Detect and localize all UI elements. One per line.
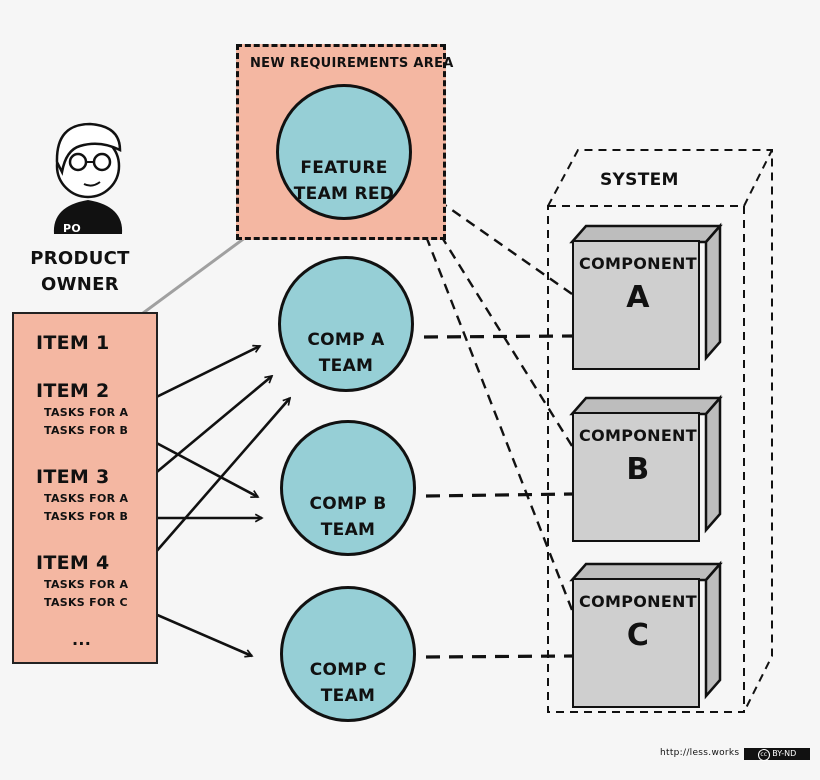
comp-a-team-label-line2: TEAM bbox=[318, 356, 374, 376]
component-c-letter: C bbox=[626, 618, 650, 653]
backlog-item-3-task-2: TASKS FOR B bbox=[44, 510, 129, 523]
backlog-item-1: ITEM 1 bbox=[36, 332, 110, 354]
requirements-area-title: NEW REQUIREMENTS AREA bbox=[250, 56, 454, 71]
product-backlog bbox=[12, 312, 158, 664]
backlog-item-2-task-1: TASKS FOR A bbox=[44, 406, 129, 419]
component-b-letter: B bbox=[626, 452, 650, 487]
product-owner-label-line1: PRODUCT bbox=[30, 248, 130, 269]
component-a-label: COMPONENT bbox=[579, 254, 697, 273]
comp-c-team bbox=[280, 586, 416, 722]
footer-url[interactable]: http://less.works bbox=[660, 748, 740, 758]
comp-a-team bbox=[278, 256, 414, 392]
system-title: SYSTEM bbox=[600, 170, 679, 190]
component-b-label: COMPONENT bbox=[579, 426, 697, 445]
component-c-label: COMPONENT bbox=[579, 592, 697, 611]
backlog-more: ... bbox=[72, 630, 92, 649]
comp-a-team-label-line1: COMP A bbox=[307, 330, 385, 350]
product-owner-figure bbox=[53, 122, 123, 234]
component-a-letter: A bbox=[626, 280, 650, 315]
backlog-item-4-task-2: TASKS FOR C bbox=[44, 596, 128, 609]
po-badge: PO bbox=[63, 222, 82, 235]
backlog-item-2-task-2: TASKS FOR B bbox=[44, 424, 129, 437]
backlog-item-2: ITEM 2 bbox=[36, 380, 110, 402]
backlog-item-4-task-1: TASKS FOR A bbox=[44, 578, 129, 591]
component-b bbox=[572, 412, 700, 542]
feature-team-label-line1: FEATURE bbox=[300, 158, 388, 178]
component-a bbox=[572, 240, 700, 370]
comp-c-team-label-line2: TEAM bbox=[320, 686, 376, 706]
license-badge: cc BY-ND bbox=[744, 748, 810, 761]
comp-b-team bbox=[280, 420, 416, 556]
cc-icon: cc bbox=[757, 749, 770, 761]
product-owner-label-line2: OWNER bbox=[41, 274, 119, 295]
license-text: BY-ND bbox=[772, 749, 797, 758]
backlog-item-3: ITEM 3 bbox=[36, 466, 110, 488]
system-box bbox=[547, 149, 773, 713]
backlog-item-4: ITEM 4 bbox=[36, 552, 110, 574]
comp-b-team-label-line2: TEAM bbox=[320, 520, 376, 540]
comp-b-team-label-line1: COMP B bbox=[309, 494, 387, 514]
backlog-item-3-task-1: TASKS FOR A bbox=[44, 492, 129, 505]
comp-c-team-label-line1: COMP C bbox=[309, 660, 387, 680]
component-c bbox=[572, 578, 700, 708]
feature-team-label-line2: TEAM RED bbox=[293, 184, 395, 204]
ownership-links bbox=[423, 334, 573, 659]
feature-team-red bbox=[276, 84, 412, 220]
